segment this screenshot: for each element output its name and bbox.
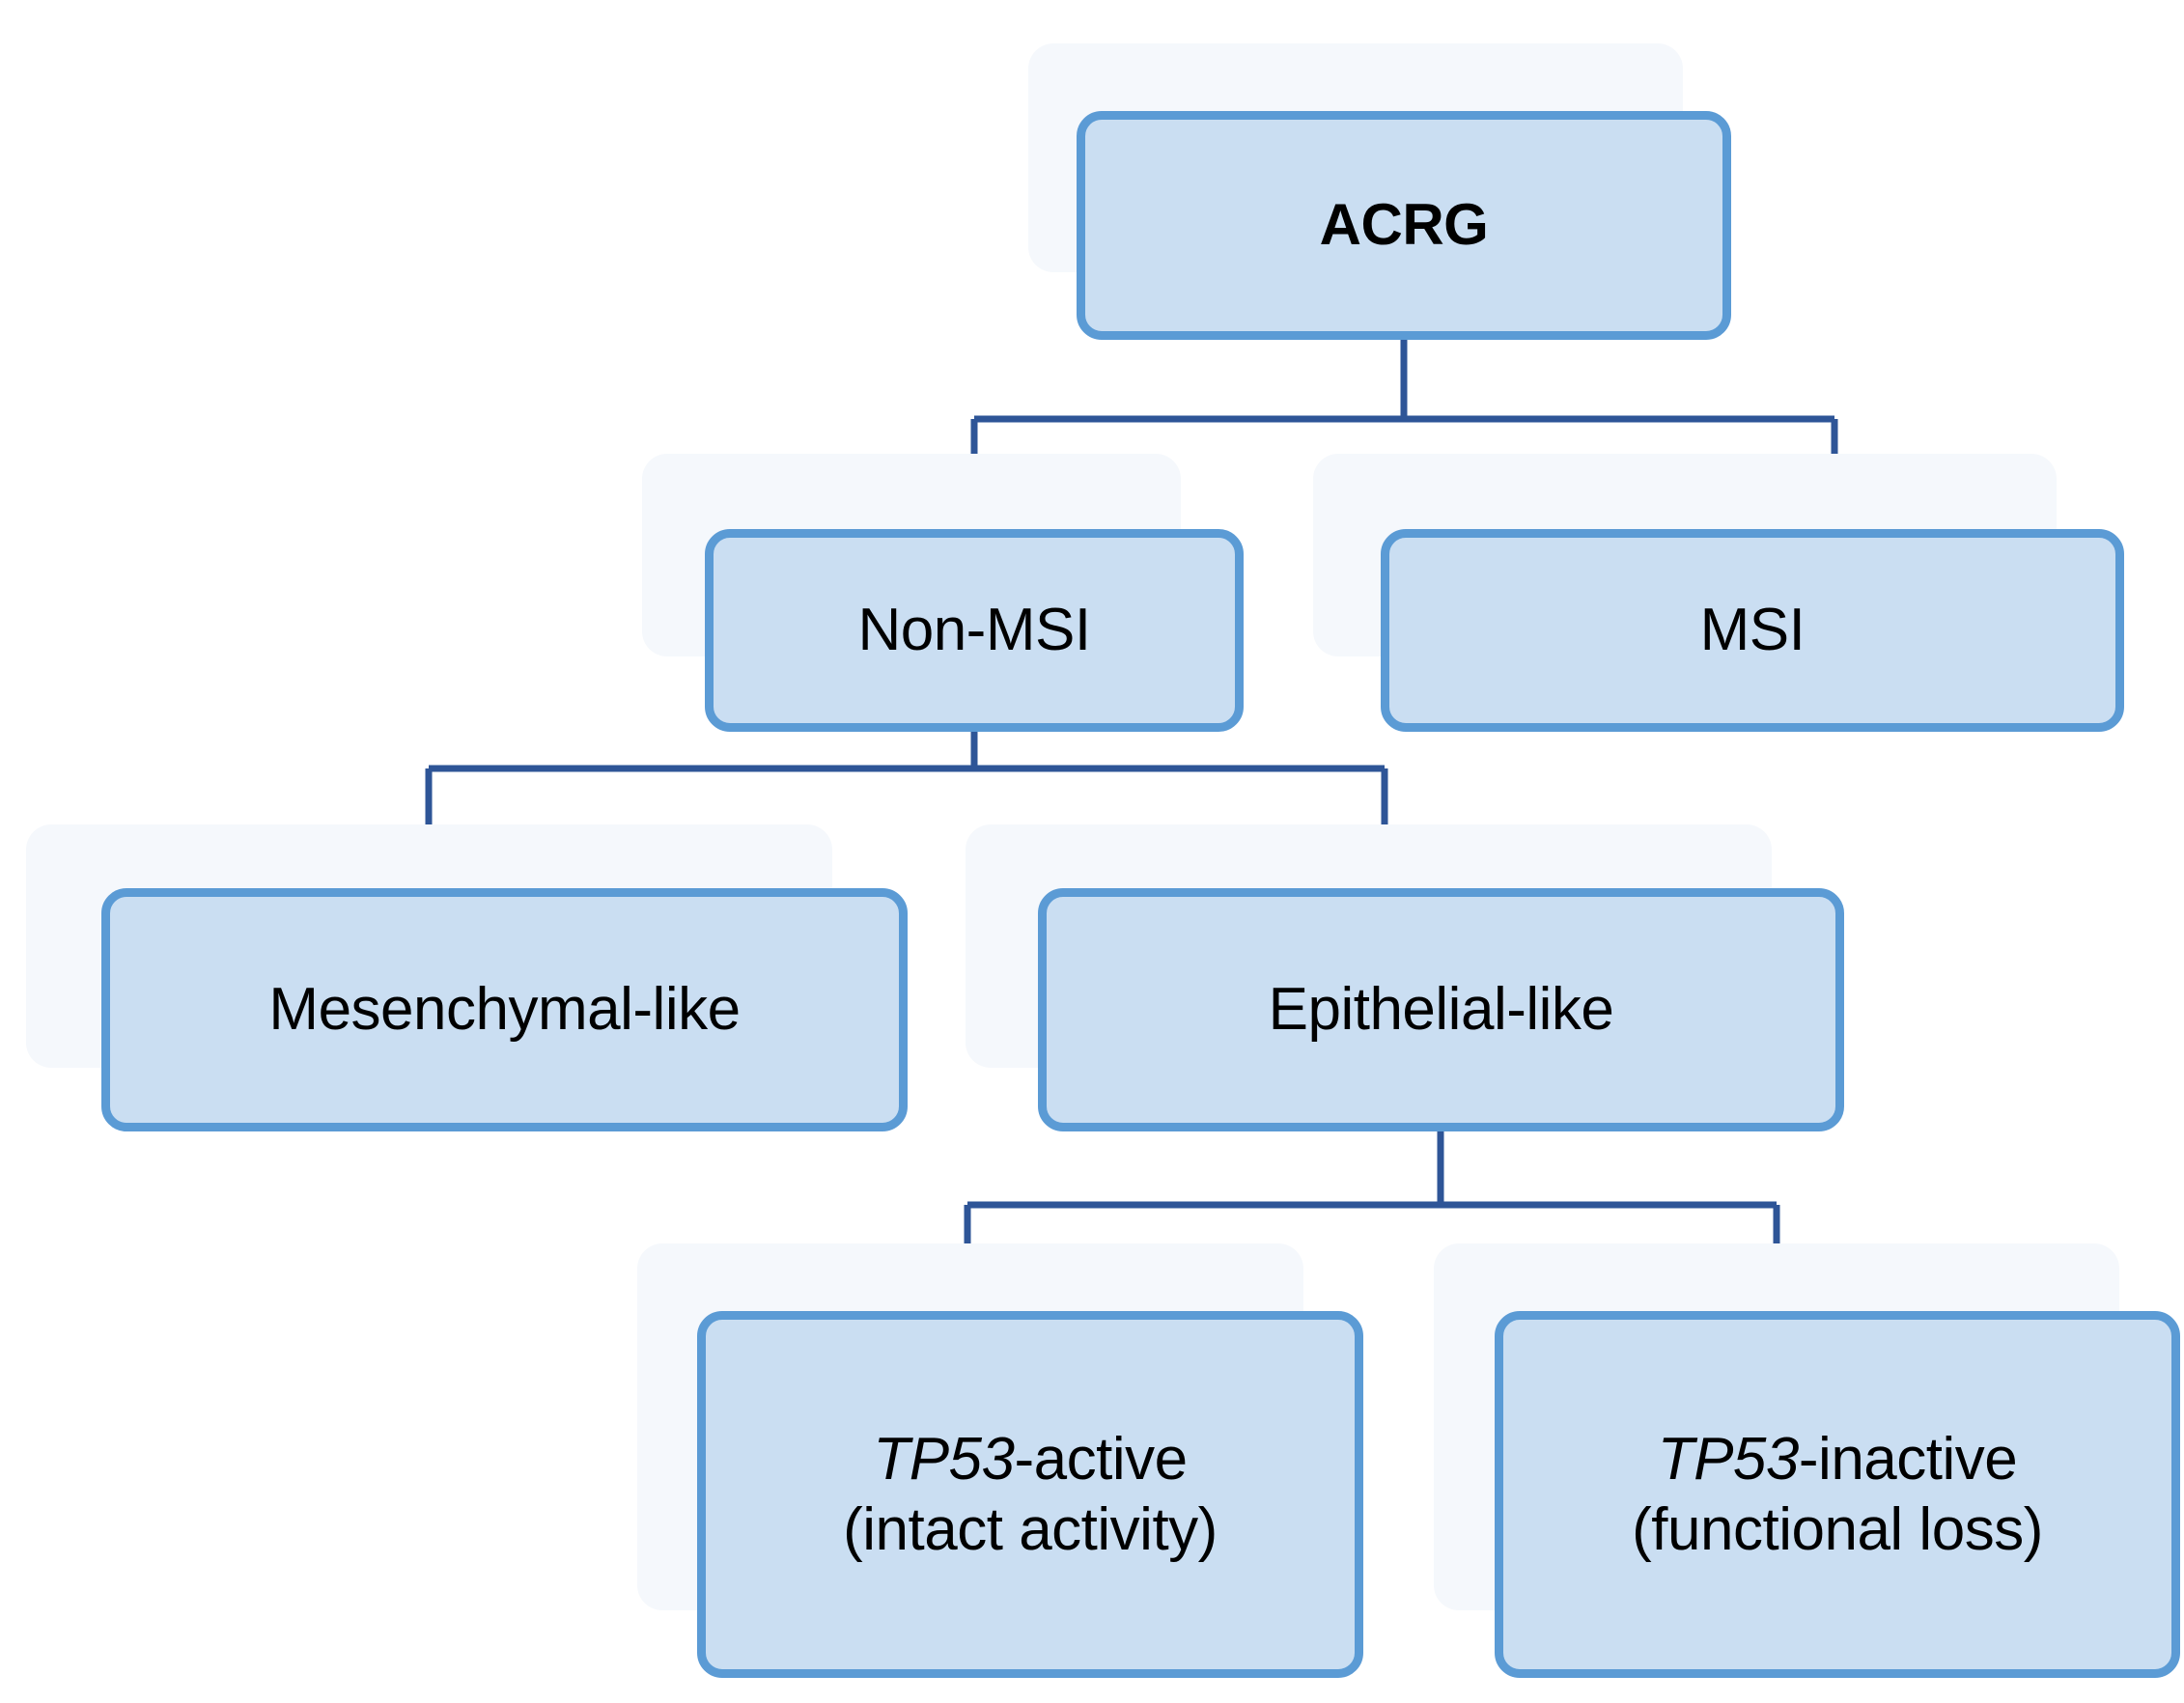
node-acrg[interactable]: ACRG: [1077, 111, 1731, 340]
node-tp53-active[interactable]: TP53-active(intact activity): [697, 1311, 1363, 1678]
node-label-tp53-active-detail: (intact activity): [843, 1496, 1218, 1563]
node-label-tp53-active: TP53-active(intact activity): [833, 1424, 1227, 1565]
node-msi[interactable]: MSI: [1381, 529, 2124, 732]
node-label-acrg: ACRG: [1319, 192, 1489, 258]
node-mesenchymal-like[interactable]: Mesenchymal-like: [101, 888, 908, 1131]
node-label-epithelial-like: Epithelial-like: [1268, 976, 1614, 1044]
node-label-mesenchymal-like: Mesenchymal-like: [268, 976, 741, 1044]
node-epithelial-like[interactable]: Epithelial-like: [1038, 888, 1844, 1131]
node-label-tp53-active-suffix: -active: [1014, 1425, 1189, 1493]
node-label-tp53-inactive-detail: (functional loss): [1632, 1496, 2043, 1563]
gene-name-tp53-active: TP53: [873, 1425, 1015, 1493]
node-tp53-inactive[interactable]: TP53-inactive(functional loss): [1495, 1311, 2180, 1678]
gene-name-tp53-inactive: TP53: [1657, 1425, 1800, 1493]
node-label-tp53-inactive-suffix: -inactive: [1798, 1425, 2018, 1493]
node-label-msi: MSI: [1699, 597, 1806, 664]
node-label-tp53-inactive: TP53-inactive(functional loss): [1622, 1424, 2053, 1565]
node-label-non-msi: Non-MSI: [857, 597, 1091, 664]
node-non-msi[interactable]: Non-MSI: [705, 529, 1244, 732]
